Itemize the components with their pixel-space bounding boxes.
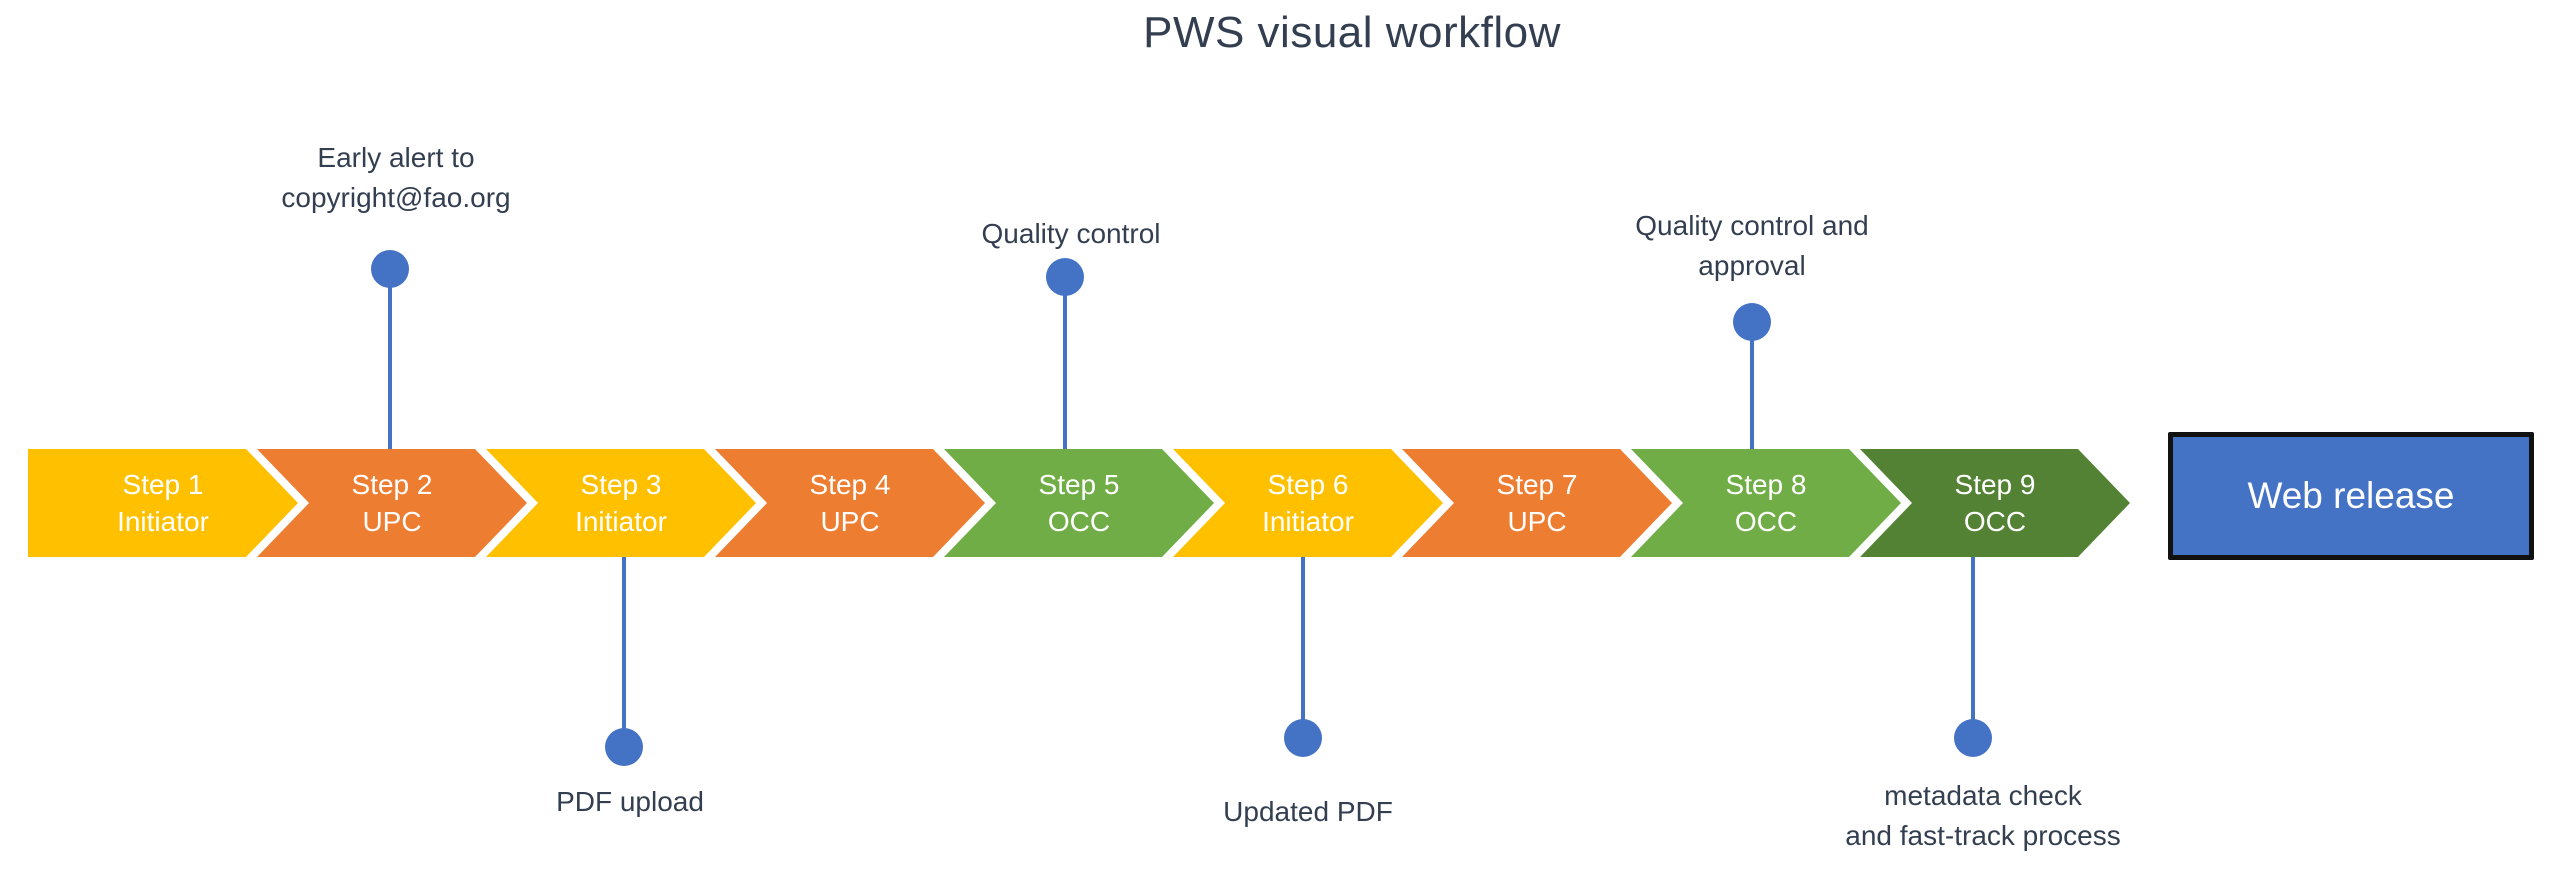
callout-pdf-upload-line1: PDF upload (556, 786, 704, 817)
step-9-role: OCC (1963, 506, 2027, 537)
connector-line-quality-control (1063, 293, 1067, 449)
milestone-dot-early-alert (371, 250, 409, 288)
callout-qc-approval-line2: approval (1698, 250, 1806, 281)
step-7-number: Step 7 (1496, 469, 1578, 500)
connector-line-early-alert (388, 285, 392, 449)
callout-updated-pdf-line1: Updated PDF (1223, 796, 1393, 827)
chevron-step-1: Step 1 Initiator (28, 449, 298, 557)
step-6-number: Step 6 (1267, 469, 1349, 500)
callout-quality-control: Quality control (821, 214, 1321, 254)
callout-early-alert-line1: Early alert to (317, 142, 475, 173)
step-3-role: Initiator (575, 506, 667, 537)
milestone-dot-qc-approval (1733, 303, 1771, 341)
step-4-role: UPC (820, 506, 880, 537)
step-9-number: Step 9 (1954, 469, 2036, 500)
step-2-number: Step 2 (351, 469, 433, 500)
connector-line-metadata-check (1971, 557, 1975, 721)
step-1-number: Step 1 (122, 469, 204, 500)
connector-line-updated-pdf (1301, 557, 1305, 721)
callout-pdf-upload: PDF upload (380, 782, 880, 822)
connector-line-pdf-upload (622, 557, 626, 730)
step-8-role: OCC (1734, 506, 1798, 537)
step-8-number: Step 8 (1725, 469, 1807, 500)
step-5-role: OCC (1047, 506, 1111, 537)
callout-qc-approval-line1: Quality control and (1635, 210, 1869, 241)
callout-metadata-check-line2: and fast-track process (1845, 820, 2121, 851)
chevron-step-4: Step 4 UPC (715, 449, 985, 557)
milestone-dot-pdf-upload (605, 728, 643, 766)
callout-metadata-check-line1: metadata check (1884, 780, 2082, 811)
connector-line-qc-approval (1750, 338, 1754, 449)
step-2-role: UPC (362, 506, 422, 537)
step-1-role: Initiator (117, 506, 209, 537)
chevron-step-9: Step 9 OCC (1860, 449, 2130, 557)
callout-updated-pdf: Updated PDF (1058, 792, 1558, 832)
web-release-box: Web release (2168, 432, 2534, 560)
step-3-number: Step 3 (580, 469, 662, 500)
callout-early-alert: Early alert to copyright@fao.org (146, 138, 646, 218)
page-title: PWS visual workflow (1143, 8, 1561, 57)
chevron-step-3: Step 3 Initiator (486, 449, 756, 557)
web-release-label: Web release (2247, 475, 2455, 516)
milestone-dot-updated-pdf (1284, 719, 1322, 757)
step-5-number: Step 5 (1038, 469, 1120, 500)
callout-qc-approval: Quality control and approval (1502, 206, 2002, 286)
callout-quality-control-line1: Quality control (981, 218, 1161, 249)
step-7-role: UPC (1507, 506, 1567, 537)
step-6-role: Initiator (1262, 506, 1354, 537)
step-4-number: Step 4 (809, 469, 891, 500)
milestone-dot-quality-control (1046, 258, 1084, 296)
callout-metadata-check: metadata check and fast-track process (1733, 776, 2233, 856)
callout-early-alert-line2: copyright@fao.org (281, 182, 511, 213)
milestone-dot-metadata-check (1954, 719, 1992, 757)
